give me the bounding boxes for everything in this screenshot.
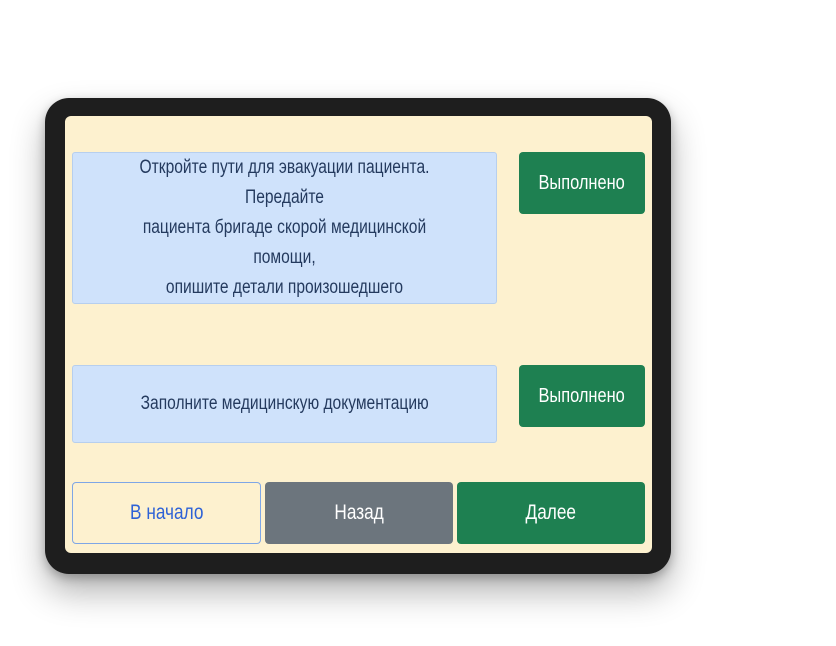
- back-button[interactable]: Назад: [265, 482, 453, 544]
- step-1-instruction-text: Откройте пути для эвакуации пациента. Пе…: [139, 157, 430, 298]
- step-1-instruction: Откройте пути для эвакуации пациента. Пе…: [72, 152, 497, 304]
- back-button-label: Назад: [334, 501, 384, 524]
- step-1-done-button[interactable]: Выполнено: [519, 152, 645, 214]
- tablet-frame: Откройте пути для эвакуации пациента. Пе…: [45, 98, 671, 574]
- next-button[interactable]: Далее: [457, 482, 645, 544]
- step-1-done-label: Выполнено: [538, 171, 626, 194]
- tablet-screen: Откройте пути для эвакуации пациента. Пе…: [65, 116, 652, 553]
- next-button-label: Далее: [525, 501, 577, 524]
- step-2-done-label: Выполнено: [538, 384, 626, 407]
- step-2-instruction: Заполните медицинскую документацию: [72, 365, 497, 443]
- start-button[interactable]: В начало: [72, 482, 261, 544]
- step-2-instruction-text: Заполните медицинскую документацию: [140, 393, 429, 414]
- step-2-done-button[interactable]: Выполнено: [519, 365, 645, 427]
- start-button-label: В начало: [129, 501, 204, 524]
